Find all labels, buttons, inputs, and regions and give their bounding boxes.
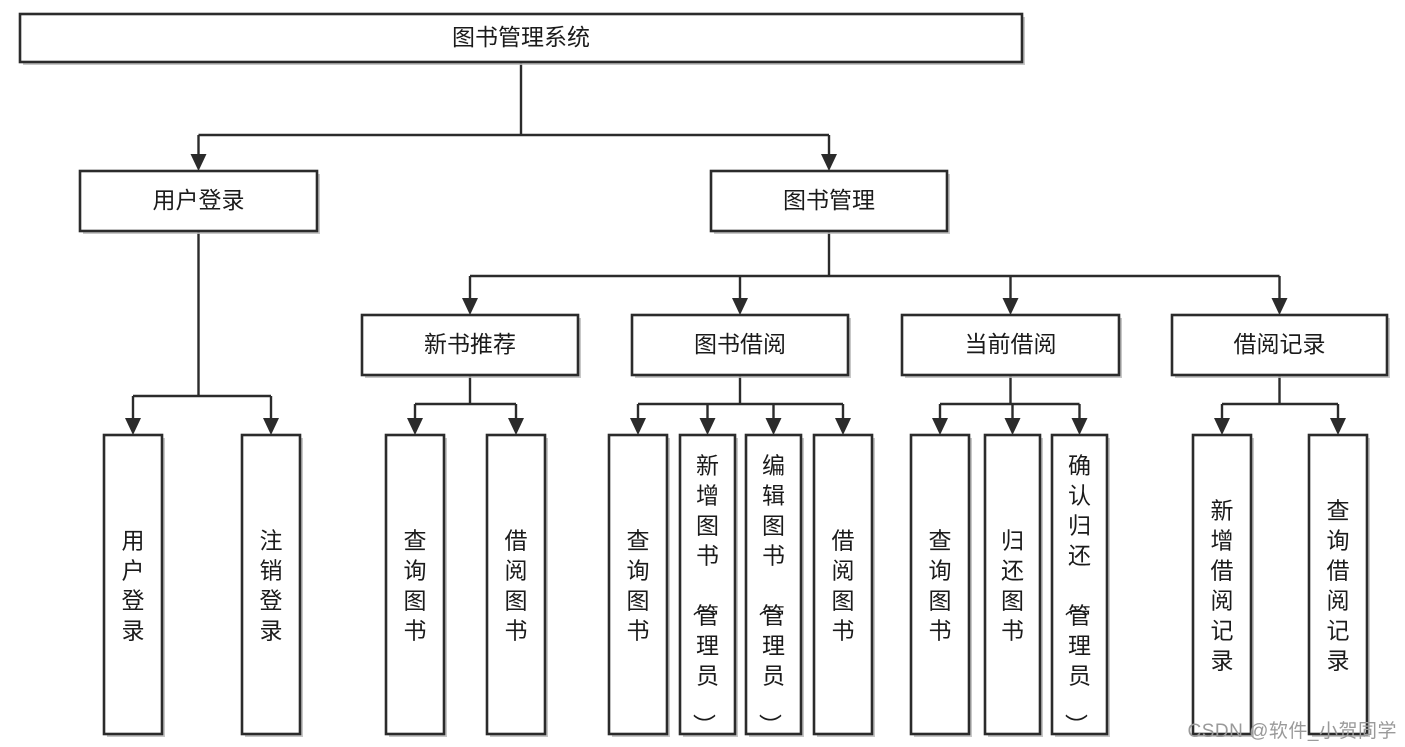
- node-leaf-edit-book-admin[interactable]: 编辑图书（管理员）: [744, 433, 804, 737]
- node-label: 查询图书: [627, 528, 650, 644]
- node-book-management[interactable]: 图书管理: [709, 169, 950, 234]
- node-label: 确认归还（管理员）: [1063, 453, 1091, 737]
- node-label: 查询图书: [929, 528, 952, 644]
- arrow-head-leaf-query-book-recommend: [407, 418, 423, 435]
- node-label: 图书管理: [783, 187, 875, 213]
- arrow-head-leaf-borrow-book-recommend: [508, 418, 524, 435]
- node-leaf-add-borrow-record[interactable]: 新增借阅记录: [1191, 433, 1254, 737]
- node-label: 新书推荐: [424, 331, 516, 357]
- node-label: 图书管理系统: [452, 24, 590, 50]
- node-layer: 图书管理系统用户登录图书管理新书推荐图书借阅当前借阅借阅记录用户登录注销登录查询…: [18, 12, 1390, 737]
- arrow-head-leaf-user-login: [125, 418, 141, 435]
- node-rect[interactable]: [900, 313, 1121, 377]
- arrow-head-leaf-query-book-current: [932, 418, 948, 435]
- node-rect[interactable]: [384, 433, 446, 736]
- arrow-head-leaf-logout-login: [263, 418, 279, 435]
- arrow-head-leaf-query-book-borrow: [630, 418, 646, 435]
- node-rect[interactable]: [102, 433, 164, 736]
- arrow-head-book-management: [821, 154, 837, 171]
- node-leaf-query-borrow-record[interactable]: 查询借阅记录: [1307, 433, 1370, 737]
- node-label: 编辑图书（管理员）: [757, 453, 785, 737]
- arrow-head-book-borrow: [732, 298, 748, 315]
- node-leaf-return-book[interactable]: 归还图书: [983, 433, 1043, 737]
- node-rect[interactable]: [678, 433, 737, 736]
- node-leaf-query-book-current[interactable]: 查询图书: [909, 433, 972, 737]
- arrow-head-leaf-edit-book-admin: [765, 418, 782, 435]
- arrow-head-leaf-borrow-book: [835, 418, 851, 435]
- arrow-head-user-login: [190, 154, 207, 171]
- node-new-book-recommend[interactable]: 新书推荐: [360, 313, 581, 378]
- arrow-head-leaf-confirm-return-admin: [1071, 418, 1088, 435]
- node-label: 用户登录: [122, 528, 145, 644]
- watermark-label: CSDN @软件_小贺同学: [1187, 721, 1397, 742]
- node-leaf-confirm-return-admin[interactable]: 确认归还（管理员）: [1050, 433, 1110, 737]
- node-rect[interactable]: [983, 433, 1042, 736]
- node-rect[interactable]: [1191, 433, 1253, 736]
- arrow-head-leaf-add-borrow-record: [1214, 418, 1230, 435]
- connector-layer: [125, 62, 1346, 435]
- node-label: 用户登录: [153, 187, 245, 213]
- node-label: 图书借阅: [694, 331, 786, 357]
- node-current-borrow[interactable]: 当前借阅: [900, 313, 1122, 378]
- node-label: 借阅图书: [505, 528, 528, 644]
- node-leaf-add-book-admin[interactable]: 新增图书（管理员）: [678, 433, 738, 737]
- node-label: 注销登录: [260, 528, 283, 644]
- arrow-head-leaf-query-borrow-record: [1330, 418, 1346, 435]
- arrow-head-borrow-records: [1271, 298, 1288, 315]
- node-rect[interactable]: [1170, 313, 1389, 377]
- node-rect[interactable]: [485, 433, 547, 736]
- node-leaf-logout-login[interactable]: 注销登录: [240, 433, 303, 737]
- node-leaf-borrow-book-recommend[interactable]: 借阅图书: [485, 433, 548, 737]
- node-leaf-user-login[interactable]: 用户登录: [102, 433, 165, 737]
- node-rect[interactable]: [360, 313, 580, 377]
- node-rect[interactable]: [18, 12, 1024, 64]
- node-rect[interactable]: [709, 169, 949, 233]
- node-rect[interactable]: [812, 433, 874, 736]
- arrow-head-leaf-add-book-admin: [699, 418, 716, 435]
- arrow-head-current-borrow: [1002, 298, 1019, 315]
- node-user-login[interactable]: 用户登录: [78, 169, 320, 234]
- node-label: 借阅记录: [1234, 331, 1326, 357]
- node-label: 查询借阅记录: [1327, 498, 1350, 674]
- node-label: 查询图书: [404, 528, 427, 644]
- node-label: 新增借阅记录: [1211, 498, 1234, 674]
- node-rect[interactable]: [1050, 433, 1109, 736]
- node-rect[interactable]: [1307, 433, 1369, 736]
- arrow-head-new-book-recommend: [462, 298, 478, 315]
- node-label: 借阅图书: [832, 528, 855, 644]
- node-leaf-borrow-book[interactable]: 借阅图书: [812, 433, 875, 737]
- node-rect[interactable]: [744, 433, 803, 736]
- node-leaf-query-book-borrow[interactable]: 查询图书: [607, 433, 670, 737]
- node-borrow-records[interactable]: 借阅记录: [1170, 313, 1390, 378]
- node-rect[interactable]: [240, 433, 302, 736]
- arrow-head-leaf-return-book: [1004, 418, 1021, 435]
- node-label: 归还图书: [1001, 528, 1024, 644]
- node-leaf-query-book-recommend[interactable]: 查询图书: [384, 433, 447, 737]
- node-root[interactable]: 图书管理系统: [18, 12, 1025, 65]
- node-label: 新增图书（管理员）: [691, 453, 719, 737]
- node-book-borrow[interactable]: 图书借阅: [630, 313, 851, 378]
- node-rect[interactable]: [607, 433, 669, 736]
- node-label: 当前借阅: [965, 331, 1057, 357]
- node-rect[interactable]: [630, 313, 850, 377]
- node-rect[interactable]: [78, 169, 319, 233]
- node-rect[interactable]: [909, 433, 971, 736]
